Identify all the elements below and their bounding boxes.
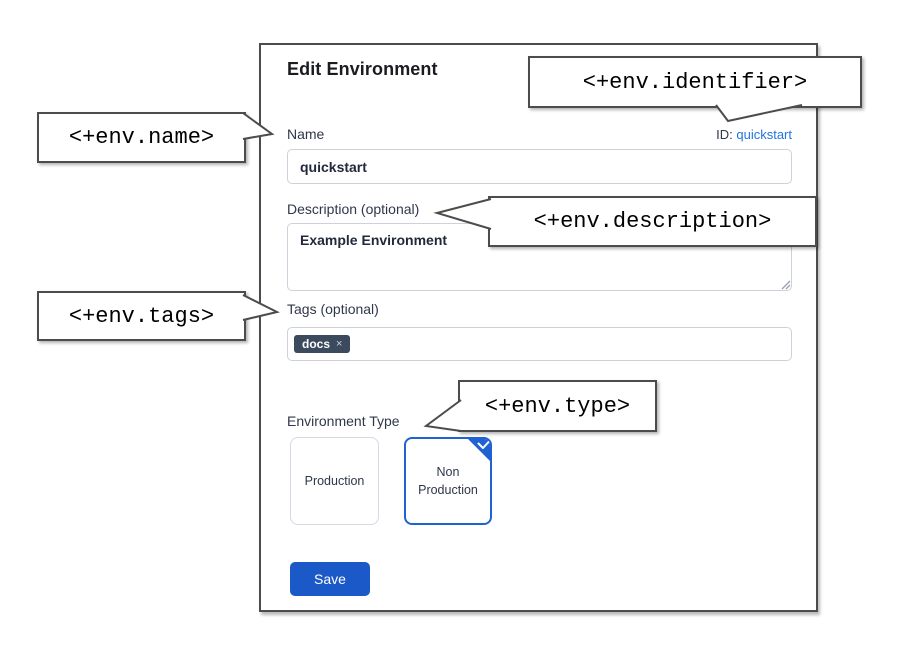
environment-id: ID: quickstart xyxy=(716,127,792,142)
environment-type-option-non-production[interactable]: Non Production xyxy=(404,437,492,525)
callout-env-tags-text: <+env.tags> xyxy=(68,303,215,329)
tags-input[interactable]: docs × xyxy=(287,327,792,361)
non-production-card-label: Non Production xyxy=(418,464,478,497)
tag-chip-label: docs xyxy=(302,337,331,351)
callout-env-identifier-text: <+env.identifier> xyxy=(582,69,808,95)
callout-env-identifier: <+env.identifier> xyxy=(528,56,862,108)
callout-env-description: <+env.description> xyxy=(488,196,817,247)
callout-env-description-text: <+env.description> xyxy=(533,209,772,234)
description-label: Description (optional) xyxy=(287,201,420,217)
callout-env-tags: <+env.tags> xyxy=(37,291,246,341)
edit-environment-dialog: Edit Environment Name ID: quickstart Des… xyxy=(259,43,818,612)
save-button[interactable]: Save xyxy=(290,562,370,596)
environment-type-option-production[interactable]: Production xyxy=(290,437,379,525)
callout-env-type: <+env.type> xyxy=(458,380,657,432)
tags-label: Tags (optional) xyxy=(287,301,379,317)
callout-env-name-text: <+env.name> xyxy=(68,125,215,150)
callout-env-name: <+env.name> xyxy=(37,112,246,163)
callout-env-type-text: <+env.type> xyxy=(484,393,631,419)
name-input[interactable] xyxy=(287,149,792,184)
id-label: ID: xyxy=(716,127,733,142)
id-value-link[interactable]: quickstart xyxy=(736,127,792,142)
environment-type-label: Environment Type xyxy=(287,413,400,429)
selected-checkmark-icon xyxy=(468,439,490,461)
dialog-title: Edit Environment xyxy=(287,59,438,79)
name-label: Name xyxy=(287,126,325,142)
tag-remove-icon[interactable]: × xyxy=(336,337,343,350)
tag-chip[interactable]: docs × xyxy=(294,335,351,353)
production-card-label: Production xyxy=(304,473,365,488)
name-label-row: Name ID: quickstart xyxy=(287,126,792,142)
